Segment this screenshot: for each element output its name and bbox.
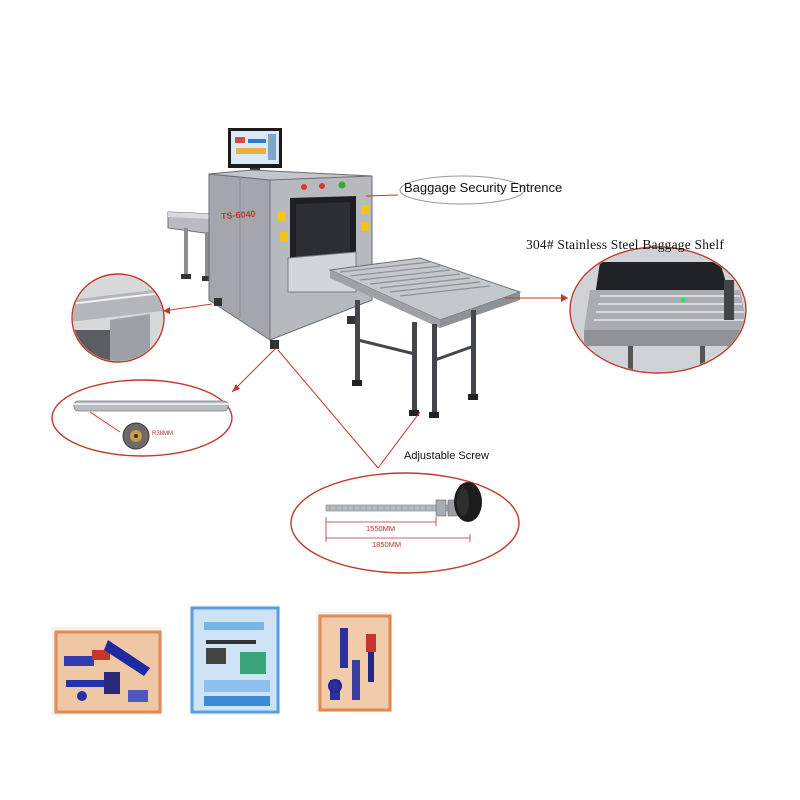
shelf-callout-label: 304# Stainless Steel Baggage Shelf: [526, 237, 725, 252]
screw-long-dimension: 1850MM: [372, 540, 402, 549]
xray-laptop-bag-sample: [190, 605, 280, 715]
front-conveyor-shelf: [287, 251, 522, 418]
frame-detail-callout: [71, 273, 165, 363]
xray-tools-sample-2: [316, 612, 392, 712]
left-conveyor-table: [167, 211, 213, 281]
entrance-callout-bubble: [399, 175, 525, 205]
entrance-callout-label: Baggage Security Entrence: [404, 180, 563, 195]
screw-detail-callout: [290, 472, 520, 574]
roller-radius-label: R38MM: [152, 431, 174, 437]
screw-callout-label: Adjustable Screw: [404, 450, 489, 462]
callout-arrowheads: [163, 294, 568, 392]
screw-short-dimension: 1550MM: [366, 524, 396, 533]
xray-tools-sample-1: [52, 627, 162, 715]
shelf-detail-callout: [569, 246, 747, 374]
callout-lines: [162, 194, 568, 469]
roller-detail-callout: [51, 379, 233, 457]
